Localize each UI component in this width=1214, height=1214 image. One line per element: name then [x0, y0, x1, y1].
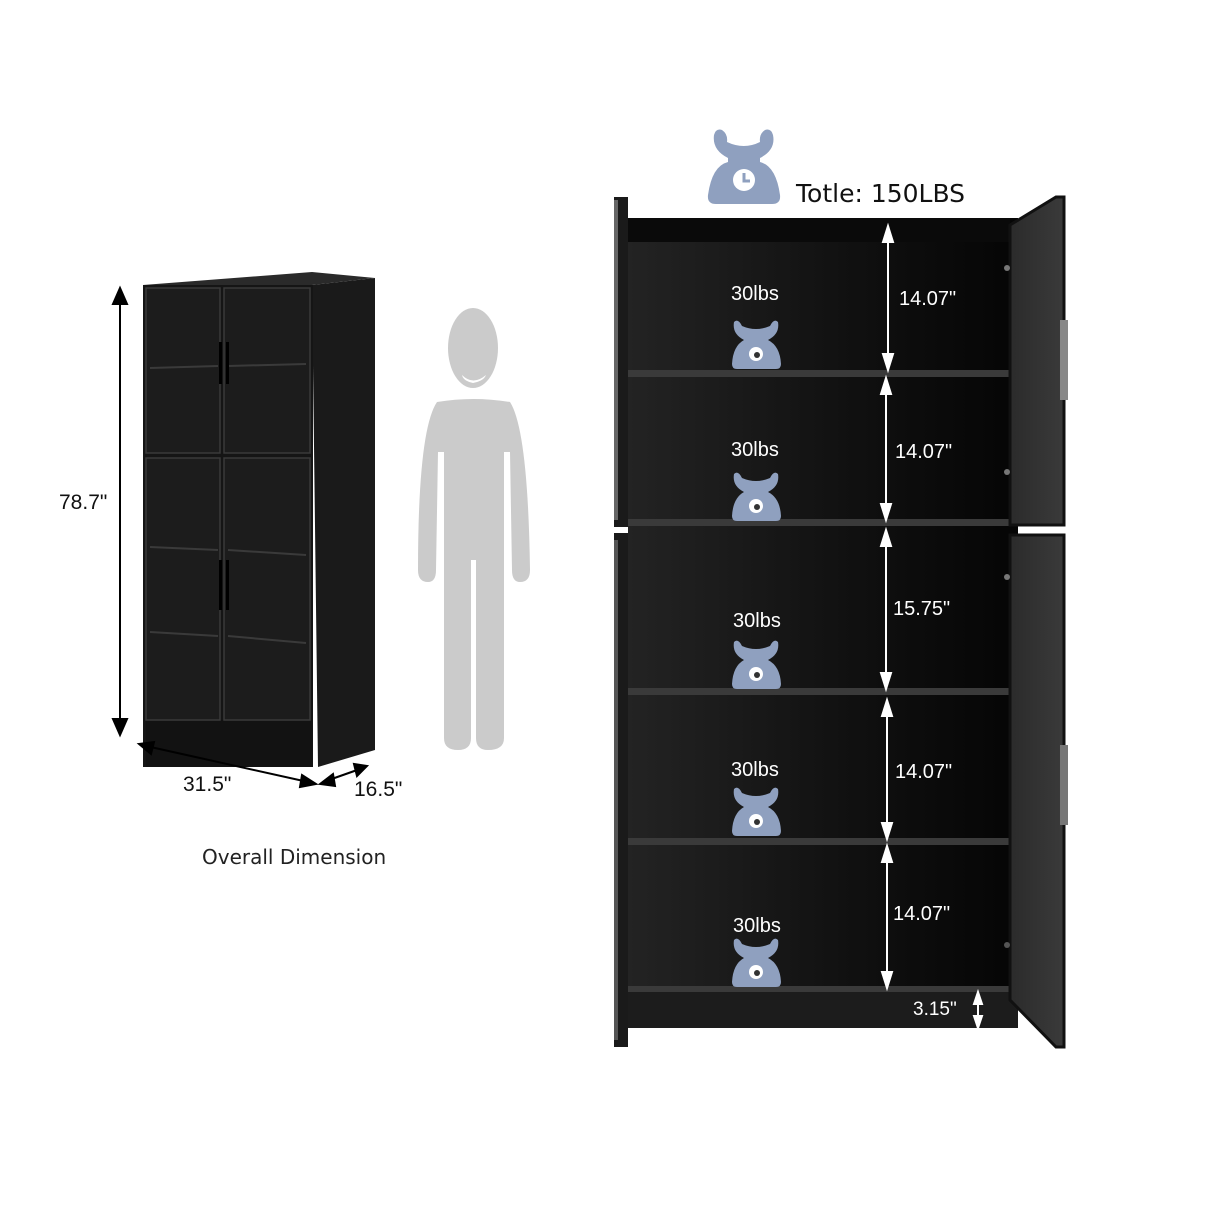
person-silhouette-icon [418, 308, 530, 750]
base-height: 3.15" [913, 999, 957, 1020]
overall-width-label: 31.5" [183, 773, 232, 796]
shelf-4-load: 30lbs [731, 759, 779, 781]
shelf-2-load: 30lbs [731, 439, 779, 461]
shelf-5-load: 30lbs [733, 915, 781, 937]
width-arrow [136, 740, 319, 789]
shelf-1-height: 14.07" [899, 288, 957, 310]
shelf-4-height: 14.07" [895, 761, 953, 783]
shelf-height-arrows [879, 222, 984, 1032]
overall-height-label: 78.7" [59, 491, 108, 514]
shelf-1-load: 30lbs [731, 283, 779, 305]
shelf-3-load: 30lbs [733, 610, 781, 632]
height-arrow [111, 285, 129, 738]
depth-arrow [317, 762, 370, 788]
shelf-scale-icons [732, 320, 781, 987]
shelf-2-height: 14.07" [895, 441, 953, 463]
overall-depth-label: 16.5" [354, 778, 403, 801]
overall-dimension-caption: Overall Dimension [202, 845, 387, 869]
shelf-3-height: 15.75" [893, 598, 951, 620]
total-weight-label: Totle: 150LBS [796, 179, 966, 208]
shelf-5-height: 14.07" [893, 903, 951, 925]
total-scale-icon [707, 129, 781, 204]
